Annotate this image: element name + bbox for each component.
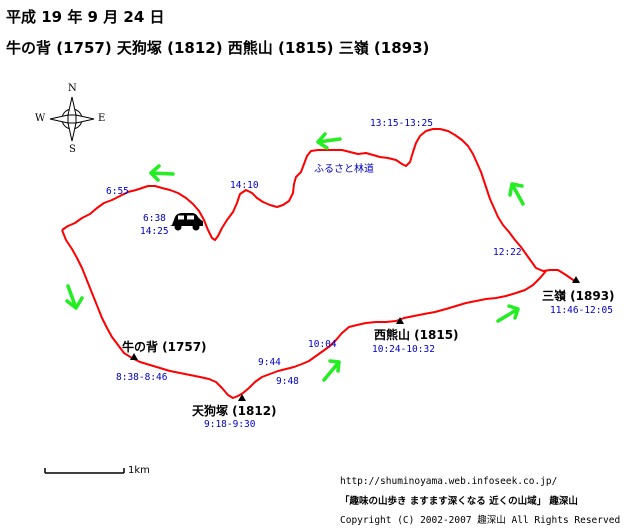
scale-label: 1km [128,465,150,476]
route-title: 牛の背 (1757) 天狗塚 (1812) 西熊山 (1815) 三嶺 (189… [6,39,430,57]
peak-marker-nishikuma [396,317,404,324]
copyright: Copyright (C) 2002-2007 趣深山 All Rights R… [340,515,621,526]
waypoint-time: 14:10 [230,180,259,191]
peak-time: 10:24-10:32 [372,344,435,355]
waypoint-time: 9:48 [276,376,299,387]
waypoint-time: 6:55 [106,186,129,197]
car-icon [170,213,203,231]
waypoint-time: 6:38 [143,213,166,224]
arrow-right-icon [322,359,341,382]
waypoint-time: 14:25 [140,226,169,237]
arrow-down-icon [65,284,84,310]
peak-marker-sanrei [572,276,580,283]
waypoint-time: 12:22 [493,247,522,258]
scale-bar [44,468,125,474]
peak-label: 三嶺 (1893) [542,289,615,303]
compass-south: S [69,144,76,155]
road-label: ふるさと林道 [314,164,374,175]
peak-label: 天狗塚 (1812) [192,404,277,418]
compass-icon [49,96,95,142]
hiking-route [61,128,577,399]
compass-east: E [98,113,106,124]
arrow-right-icon [496,304,520,323]
waypoint-time: 9:44 [258,357,281,368]
peak-time: 11:46-12:05 [550,305,613,316]
arrow-left-icon [149,164,175,182]
compass-north: N [68,83,77,94]
waypoint-time: 13:15-13:25 [370,118,433,129]
peak-time: 9:18-9:30 [204,419,256,430]
peak-time: 8:38-8:46 [116,372,168,383]
compass-west: W [35,113,46,124]
site-slogan: 「趣味の山歩き ますます深くなる 近くの山域」 趣深山 [340,496,578,507]
peak-label: 牛の背 (1757) [122,340,207,354]
waypoint-time: 10:04 [308,339,337,350]
site-url[interactable]: http://shuminoyama.web.infoseek.co.jp/ [340,476,558,487]
date-heading: 平成 19 年 9 月 24 日 [6,8,165,26]
direction-arrows [65,132,525,382]
peak-marker-ushinose [130,353,138,360]
peak-label: 西熊山 (1815) [374,328,459,342]
arrow-up-icon [508,182,525,206]
peak-marker-tenguzuka [238,394,246,401]
arrow-left-icon [316,132,342,150]
